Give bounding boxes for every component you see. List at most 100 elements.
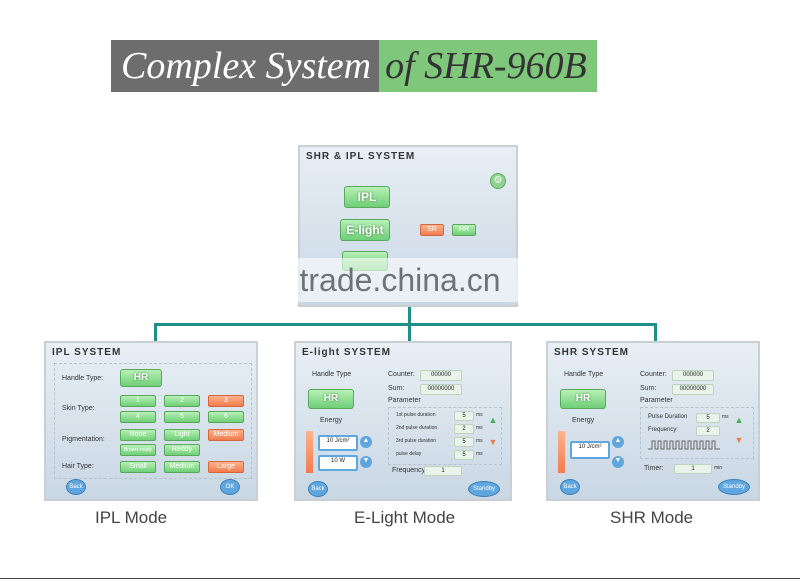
energy-label: Energy xyxy=(320,417,343,424)
pulse-wave-icon xyxy=(648,440,720,450)
sum-label: Sum: xyxy=(640,385,657,392)
settings-gear-icon[interactable]: ⚙ xyxy=(490,173,506,189)
energy-value-1[interactable]: 10 J/cm² xyxy=(318,435,358,451)
back-button[interactable]: Back xyxy=(66,479,86,495)
pig-reddy[interactable]: Reddy xyxy=(164,444,200,456)
param-4-unit: ms xyxy=(476,451,483,457)
title-part2: of SHR-960B xyxy=(379,40,597,92)
pig-medium[interactable]: Medium xyxy=(208,429,244,441)
param-3-value[interactable]: 5 xyxy=(454,437,474,447)
energy-up-icon[interactable]: ▲ xyxy=(612,436,624,448)
standby-button[interactable]: Standby xyxy=(468,481,500,497)
watermark: trade.china.cn xyxy=(270,258,530,302)
standby-button[interactable]: Standby xyxy=(718,479,750,495)
parameter-label: Parameter xyxy=(388,397,421,404)
energy-down-icon[interactable]: ▼ xyxy=(360,456,372,468)
handle-type-label: Handle Type xyxy=(312,371,352,378)
frequency-value[interactable]: 2 xyxy=(696,426,720,436)
timer-value[interactable]: 1 xyxy=(674,464,712,474)
frequency-label: Frequency: xyxy=(392,467,428,474)
energy-value[interactable]: 10 J/cm² xyxy=(570,441,610,459)
skin-type-2[interactable]: 2 xyxy=(164,395,200,407)
frequency-value[interactable]: 1 xyxy=(424,466,462,476)
pigmentation-label: Pigmentation: xyxy=(62,436,105,443)
param-up-icon[interactable]: ▲ xyxy=(734,415,744,425)
param-up-icon[interactable]: ▲ xyxy=(488,415,498,425)
handle-hr-button[interactable]: HR xyxy=(308,389,354,409)
connector-right xyxy=(654,323,657,341)
connector-horizontal xyxy=(154,323,657,326)
hair-medium[interactable]: Medium xyxy=(164,461,200,473)
pulse-duration-value[interactable]: 5 xyxy=(696,413,720,423)
skin-type-4[interactable]: 4 xyxy=(120,411,156,423)
elight-screen-title: E-light SYSTEM xyxy=(302,347,391,358)
elight-mode-label: E-Light Mode xyxy=(354,508,456,527)
hair-large[interactable]: Large xyxy=(208,461,244,473)
skin-type-1[interactable]: 1 xyxy=(120,395,156,407)
back-button[interactable]: Back xyxy=(308,481,328,497)
pig-none[interactable]: None xyxy=(120,429,156,441)
param-1-unit: ms xyxy=(476,412,483,418)
ipl-mode-label: IPL Mode xyxy=(95,508,168,527)
param-1-value[interactable]: 5 xyxy=(454,411,474,421)
skin-type-5[interactable]: 5 xyxy=(164,411,200,423)
counter-label: Counter: xyxy=(640,371,667,378)
ok-button[interactable]: OK xyxy=(220,479,240,495)
param-2-unit: ms xyxy=(476,425,483,431)
skin-type-6[interactable]: 6 xyxy=(208,411,244,423)
hr-button[interactable]: HR xyxy=(452,224,476,236)
bottom-divider xyxy=(0,578,800,579)
param-4-value[interactable]: 5 xyxy=(454,450,474,460)
shr-mode-label: SHR Mode xyxy=(610,508,694,527)
param-down-icon[interactable]: ▼ xyxy=(734,435,744,445)
sum-label: Sum: xyxy=(388,385,405,392)
hair-type-label: Hair Type: xyxy=(62,463,94,470)
connector-middle xyxy=(408,323,411,341)
shr-screen: SHR SYSTEM Handle Type HR Energy 10 J/cm… xyxy=(546,341,760,501)
energy-bar xyxy=(306,431,313,473)
ipl-screen: IPL SYSTEM Handle Type: HR Skin Type: 1 … xyxy=(44,341,258,501)
handle-hr-button[interactable]: HR xyxy=(560,389,606,409)
back-button[interactable]: Back xyxy=(560,479,580,495)
handle-type-label: Handle Type: xyxy=(62,375,104,382)
handle-type-label: Handle Type xyxy=(564,371,604,378)
page-title: Complex System of SHR-960B xyxy=(111,40,597,92)
elight-screen: E-light SYSTEM Handle Type HR Energy 10 … xyxy=(294,341,512,501)
param-2-label: 2nd pulse duration xyxy=(396,425,438,431)
param-3-label: 3rd pulse duration xyxy=(396,438,437,444)
energy-value-2[interactable]: 10 W xyxy=(318,455,358,471)
parameter-label: Parameter xyxy=(640,397,673,404)
counter-value: 000000 xyxy=(672,370,714,381)
energy-bar xyxy=(558,431,565,473)
energy-down-icon[interactable]: ▼ xyxy=(612,456,624,468)
title-part1: Complex System xyxy=(111,40,380,92)
timer-label: Timer: xyxy=(644,465,664,472)
main-screen-title: SHR & IPL SYSTEM xyxy=(306,151,416,162)
pulse-duration-label: Pulse Duration xyxy=(648,414,688,420)
elight-button[interactable]: E-light xyxy=(340,219,390,241)
connector-left xyxy=(154,323,157,341)
connector-vertical xyxy=(408,307,411,325)
counter-value: 000000 xyxy=(420,370,462,381)
sum-value: 00000000 xyxy=(672,384,714,395)
ipl-screen-title: IPL SYSTEM xyxy=(52,347,122,358)
ipl-button[interactable]: IPL xyxy=(344,186,390,208)
skin-type-3[interactable]: 3 xyxy=(208,395,244,407)
param-2-value[interactable]: 2 xyxy=(454,424,474,434)
handle-hr-button[interactable]: HR xyxy=(120,369,162,387)
energy-up-icon[interactable]: ▲ xyxy=(360,436,372,448)
parameter-panel xyxy=(388,407,502,465)
timer-unit: min xyxy=(714,465,723,471)
param-down-icon[interactable]: ▼ xyxy=(488,437,498,447)
shr-screen-title: SHR SYSTEM xyxy=(554,347,630,358)
pig-brown-ready[interactable]: Brown-ready xyxy=(120,444,156,456)
ipl-panel xyxy=(54,363,252,479)
hair-small[interactable]: Small xyxy=(120,461,156,473)
skin-type-label: Skin Type: xyxy=(62,405,95,412)
param-3-unit: ms xyxy=(476,438,483,444)
sum-value: 00000000 xyxy=(420,384,462,395)
sr-button[interactable]: SR xyxy=(420,224,444,236)
pulse-duration-unit: ms xyxy=(722,414,729,420)
param-4-label: pulse delay xyxy=(396,451,422,457)
pig-light[interactable]: Light xyxy=(164,429,200,441)
